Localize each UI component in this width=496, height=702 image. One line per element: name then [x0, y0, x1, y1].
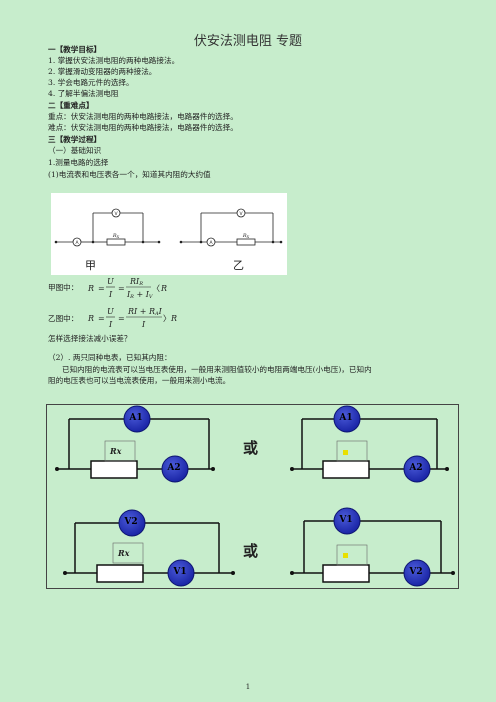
paragraph-meters-1: 已知内阻的电流表可以当电压表使用，一般用来测阻值较小的电阻两端电压(小电压)，已…: [62, 365, 372, 374]
meter-label: A2: [409, 463, 423, 473]
section-heading-process: 三【教学过程】: [48, 135, 102, 144]
svg-text:=: =: [98, 284, 105, 293]
figure-label-yi: 乙: [233, 259, 244, 272]
paragraph-meters: (1)电流表和电压表各一个，知道其内阻的大约值: [48, 170, 211, 179]
section-heading-goals: 一【教学目标】: [48, 45, 102, 54]
svg-text:〉: 〉: [163, 314, 171, 323]
section-heading-key-points: 二【重难点】: [48, 101, 94, 110]
svg-text:R: R: [170, 314, 177, 323]
key-point-item: 重点：伏安法测电阻的两种电路接法，电路器件的选择。: [48, 112, 238, 121]
meter-v1-icon: [333, 507, 361, 535]
meter-a1-icon: [333, 405, 361, 433]
meter-label: V1: [339, 515, 353, 525]
subheading-two-meters: （2）. 两只同种电表，已知其内阻：: [48, 353, 172, 362]
svg-text:〈: 〈: [152, 284, 160, 293]
svg-text:U: U: [107, 307, 114, 316]
question-text: 怎样选择接法减小误差？: [48, 334, 132, 343]
circuit-figure-1: A V A V RX RX: [51, 193, 287, 275]
equation-2: R = U I = RI + RAI I 〉 R: [87, 307, 177, 329]
resistor-label: RX: [112, 233, 120, 239]
svg-text:=: =: [98, 314, 105, 323]
svg-text:I: I: [108, 290, 113, 299]
goal-item: 1. 掌握伏安法测电阻的两种电路接法。: [48, 56, 180, 65]
or-label: 或: [243, 439, 259, 457]
svg-text:A: A: [209, 240, 213, 246]
svg-text:R: R: [87, 284, 94, 293]
svg-text:V: V: [114, 211, 118, 217]
meter-label: V1: [173, 567, 187, 577]
meter-label: A1: [129, 413, 143, 423]
goal-item: 3. 学会电路元件的选择。: [48, 78, 134, 87]
svg-text:RI + RAI: RI + RAI: [127, 307, 163, 317]
equation-1: R = U I = RIR IR + IV 〈 R: [87, 277, 167, 300]
svg-text:=: =: [118, 314, 125, 323]
svg-text:I: I: [108, 320, 113, 329]
meter-label: V2: [409, 567, 423, 577]
svg-text:R: R: [160, 284, 167, 293]
equation-2-prefix: 乙图中：: [48, 314, 79, 323]
goal-item: 4. 了解半偏法测电阻: [48, 89, 119, 98]
paragraph-meters-2: 阻的电压表也可以当电流表使用，一般用来测小电流。: [48, 376, 231, 385]
resistor-label: Rx: [110, 446, 122, 456]
subheading-circuit-choice: 1.测量电路的选择: [48, 158, 109, 167]
svg-text:V: V: [239, 211, 243, 217]
meter-v2-icon: [403, 559, 431, 587]
circuit-figure-2: [46, 404, 459, 589]
svg-text:=: =: [118, 284, 125, 293]
meter-v1-icon: [167, 559, 195, 587]
subheading-basics: （一）基础知识: [48, 146, 102, 155]
svg-text:U: U: [107, 277, 114, 286]
svg-text:A: A: [75, 240, 79, 246]
meter-v2-icon: [118, 509, 146, 537]
key-point-item: 难点：伏安法测电阻的两种电路接法，电路器件的选择。: [48, 123, 238, 132]
svg-text:RIR: RIR: [129, 277, 143, 287]
figure-label-jia: 甲: [85, 259, 96, 272]
resistor-label: Rx: [118, 548, 130, 558]
goal-item: 2. 掌握滑动变阻器的两种接法。: [48, 67, 157, 76]
svg-text:R: R: [87, 314, 94, 323]
equation-1-prefix: 甲图中：: [48, 283, 79, 292]
page-number: 1: [245, 683, 251, 691]
meter-label: A1: [339, 413, 353, 423]
meter-a2-icon: [403, 455, 431, 483]
meter-circuits-svg: [55, 405, 455, 587]
page-title: 伏安法测电阻 专题: [193, 34, 303, 49]
circuit-diagram-svg: A V A V RX RX: [54, 208, 283, 247]
meter-label: V2: [124, 517, 138, 527]
svg-text:I: I: [141, 320, 146, 329]
svg-text:IR + IV: IR + IV: [126, 290, 154, 300]
meter-a1-icon: [123, 405, 151, 433]
meter-a2-icon: [161, 455, 189, 483]
or-label: 或: [243, 542, 259, 560]
resistor-label: RX: [242, 233, 250, 239]
meter-label: A2: [167, 463, 181, 473]
